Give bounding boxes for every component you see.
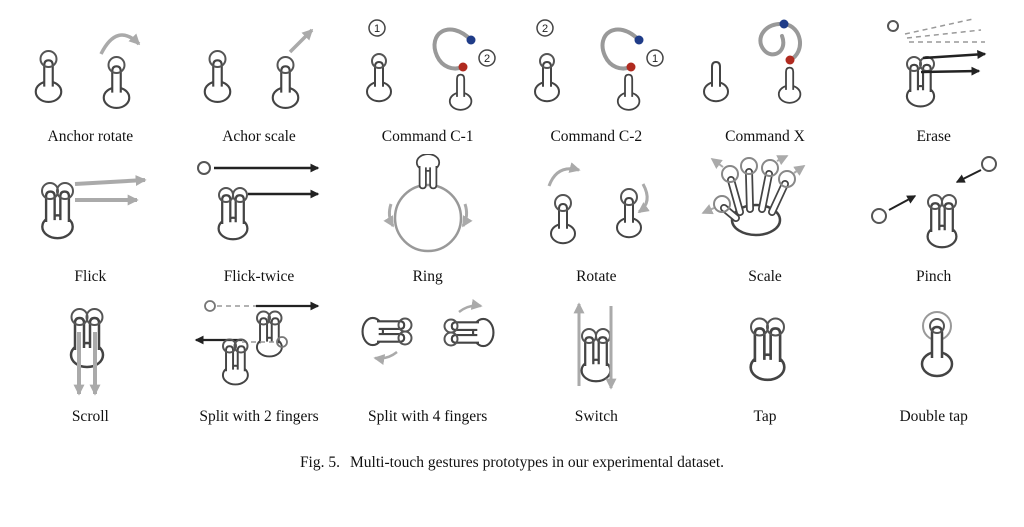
- gesture-cell-anchor-rotate: Anchor rotate: [8, 14, 173, 146]
- gesture-cell-tap: Tap: [683, 294, 848, 426]
- command-c1-icon: 1 2: [365, 19, 496, 111]
- gesture-label: Split with 2 fingers: [199, 408, 319, 425]
- gesture-label: Command X: [725, 128, 805, 145]
- gesture-label: Tap: [753, 408, 777, 425]
- gesture-cell-command-c1: 1 2 Command C-1: [345, 14, 510, 146]
- gesture-label: Anchor rotate: [47, 128, 134, 145]
- anchor-rotate-icon: [35, 33, 141, 109]
- caption-text: Multi-touch gestures prototypes in our e…: [350, 454, 725, 471]
- split-4-fingers-icon: [361, 299, 495, 365]
- flick-twice-icon: [196, 161, 320, 241]
- gesture-label: Split with 4 fingers: [368, 408, 488, 425]
- step-badge: 1: [652, 53, 658, 65]
- flick-icon: [41, 175, 147, 240]
- gesture-cell-erase: Erase: [851, 14, 1016, 146]
- gesture-cell-command-x: Command X: [683, 14, 848, 146]
- start-dot: [779, 19, 789, 29]
- double-tap-icon: [920, 311, 953, 378]
- tap-icon: [749, 317, 786, 382]
- gesture-label: Scroll: [71, 408, 109, 425]
- gesture-label: Achor scale: [222, 128, 296, 145]
- gesture-cell-command-c2: 2 1 Command C-2: [514, 14, 679, 146]
- pinch-icon: [870, 156, 997, 249]
- caption-label: Fig. 5.: [299, 454, 340, 471]
- command-c2-icon: 2 1: [534, 19, 665, 111]
- end-dot: [458, 62, 468, 72]
- step-badge: 2: [484, 53, 490, 65]
- gesture-label: Flick-twice: [223, 268, 295, 285]
- gesture-cell-flick: Flick: [8, 154, 173, 286]
- start-dot: [466, 35, 476, 45]
- gesture-cell-scroll: Scroll: [8, 294, 173, 426]
- erase-icon: [886, 18, 987, 108]
- end-dot: [626, 62, 636, 72]
- gesture-label: Command C-2: [550, 128, 643, 145]
- step-badge: 1: [374, 23, 380, 35]
- gesture-label: Erase: [916, 128, 951, 145]
- gesture-label: Pinch: [916, 268, 952, 285]
- figure-caption: Fig. 5. Multi-touch gestures prototypes i…: [0, 454, 1024, 472]
- gesture-label: Command C-1: [381, 128, 474, 145]
- gesture-cell-pinch: Pinch: [851, 154, 1016, 286]
- gesture-cell-rotate: Rotate: [514, 154, 679, 286]
- gesture-label: Switch: [574, 408, 618, 425]
- start-dot: [634, 35, 644, 45]
- scale-icon: [701, 155, 806, 237]
- step-badge: 2: [542, 23, 548, 35]
- gesture-cell-switch: Switch: [514, 294, 679, 426]
- gesture-label: Rotate: [576, 268, 617, 285]
- gesture-cell-split-2-fingers: Split with 2 fingers: [177, 294, 342, 426]
- switch-icon: [573, 302, 617, 390]
- command-x-icon: [702, 19, 802, 104]
- gesture-grid: Anchor rotate Achor scale 1: [8, 14, 1016, 426]
- gesture-cell-double-tap: Double tap: [851, 294, 1016, 426]
- rotate-icon: [547, 162, 651, 245]
- gesture-label: Flick: [74, 268, 107, 285]
- end-dot: [785, 55, 795, 65]
- ring-icon: [383, 154, 473, 253]
- gesture-label: Scale: [748, 268, 782, 285]
- gesture-cell-split-4-fingers: Split with 4 fingers: [345, 294, 510, 426]
- gesture-cell-scale: Scale: [683, 154, 848, 286]
- split-2-fingers-icon: [194, 300, 320, 386]
- gesture-cell-ring: Ring: [345, 154, 510, 286]
- gesture-label: Double tap: [899, 408, 968, 425]
- gesture-cell-flick-twice: Flick-twice: [177, 154, 342, 286]
- anchor-scale-icon: [203, 28, 314, 109]
- gesture-cell-anchor-scale: Achor scale: [177, 14, 342, 146]
- scroll-icon: [70, 308, 105, 396]
- gesture-label: Ring: [412, 268, 443, 285]
